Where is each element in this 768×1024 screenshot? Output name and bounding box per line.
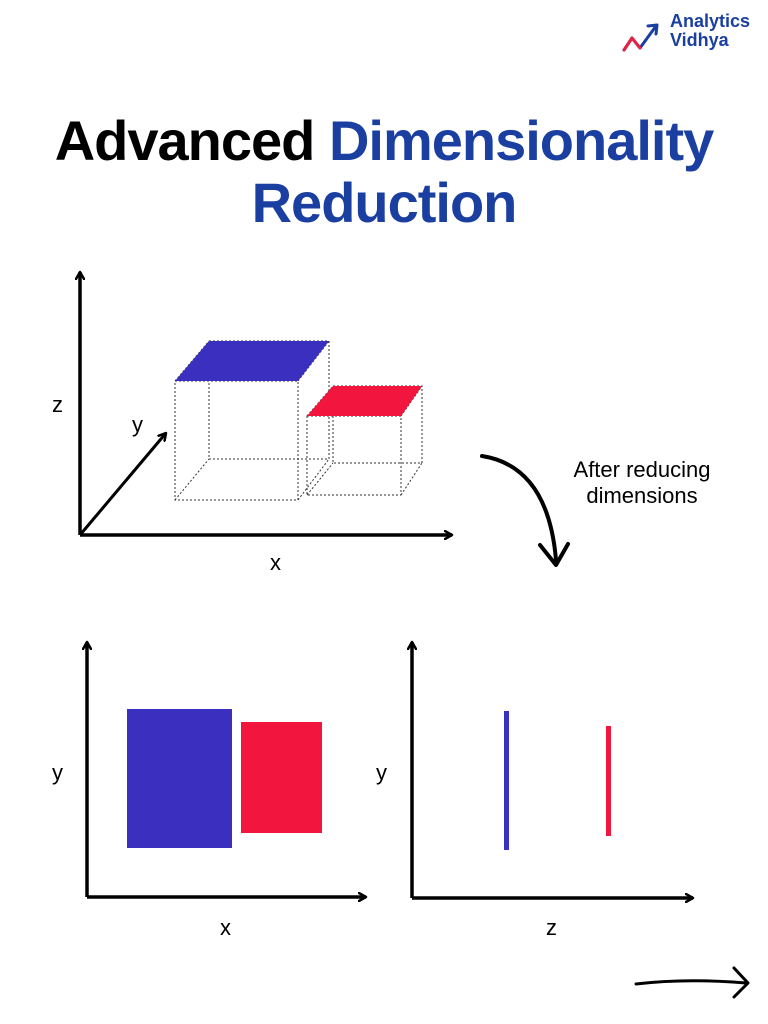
- page-title: Advanced Dimensionality Reduction: [0, 110, 768, 234]
- red-line: [606, 726, 611, 836]
- z-axis-label: z: [52, 392, 63, 417]
- bottom-left-diagram: y x: [52, 642, 366, 940]
- top-3d-diagram: z y x: [52, 272, 452, 575]
- logo-line-2: Vidhya: [670, 30, 729, 50]
- analytics-vidhya-logo-icon: [622, 23, 659, 52]
- bottom-right-diagram: y z: [376, 642, 693, 940]
- next-arrow-icon[interactable]: [634, 966, 750, 999]
- curved-arrow-icon: [480, 454, 558, 562]
- title-part-3: Reduction: [251, 171, 518, 234]
- br-x-label: z: [546, 915, 557, 940]
- x-axis-label: x: [270, 550, 281, 575]
- bl-y-label: y: [52, 760, 63, 785]
- logo-line-1: Analytics: [670, 11, 751, 31]
- blue-box-top-face: [175, 341, 329, 381]
- annotation-line-2: dimensions: [586, 483, 697, 508]
- title-part-2: Dimensionality: [328, 109, 714, 172]
- annotation-line-1: After reducing: [574, 457, 711, 482]
- title-part-1: Advanced: [54, 109, 316, 172]
- y-axis-label: y: [132, 412, 143, 437]
- blue-line: [504, 711, 509, 850]
- y-axis: [78, 433, 166, 536]
- bl-x-label: x: [220, 915, 231, 940]
- red-rectangle: [241, 722, 322, 833]
- br-y-label: y: [376, 760, 387, 785]
- curved-arrow-head: [538, 542, 570, 567]
- red-box-top-face: [307, 386, 422, 416]
- logo: Analytics Vidhya: [620, 12, 760, 56]
- blue-rectangle: [127, 709, 232, 848]
